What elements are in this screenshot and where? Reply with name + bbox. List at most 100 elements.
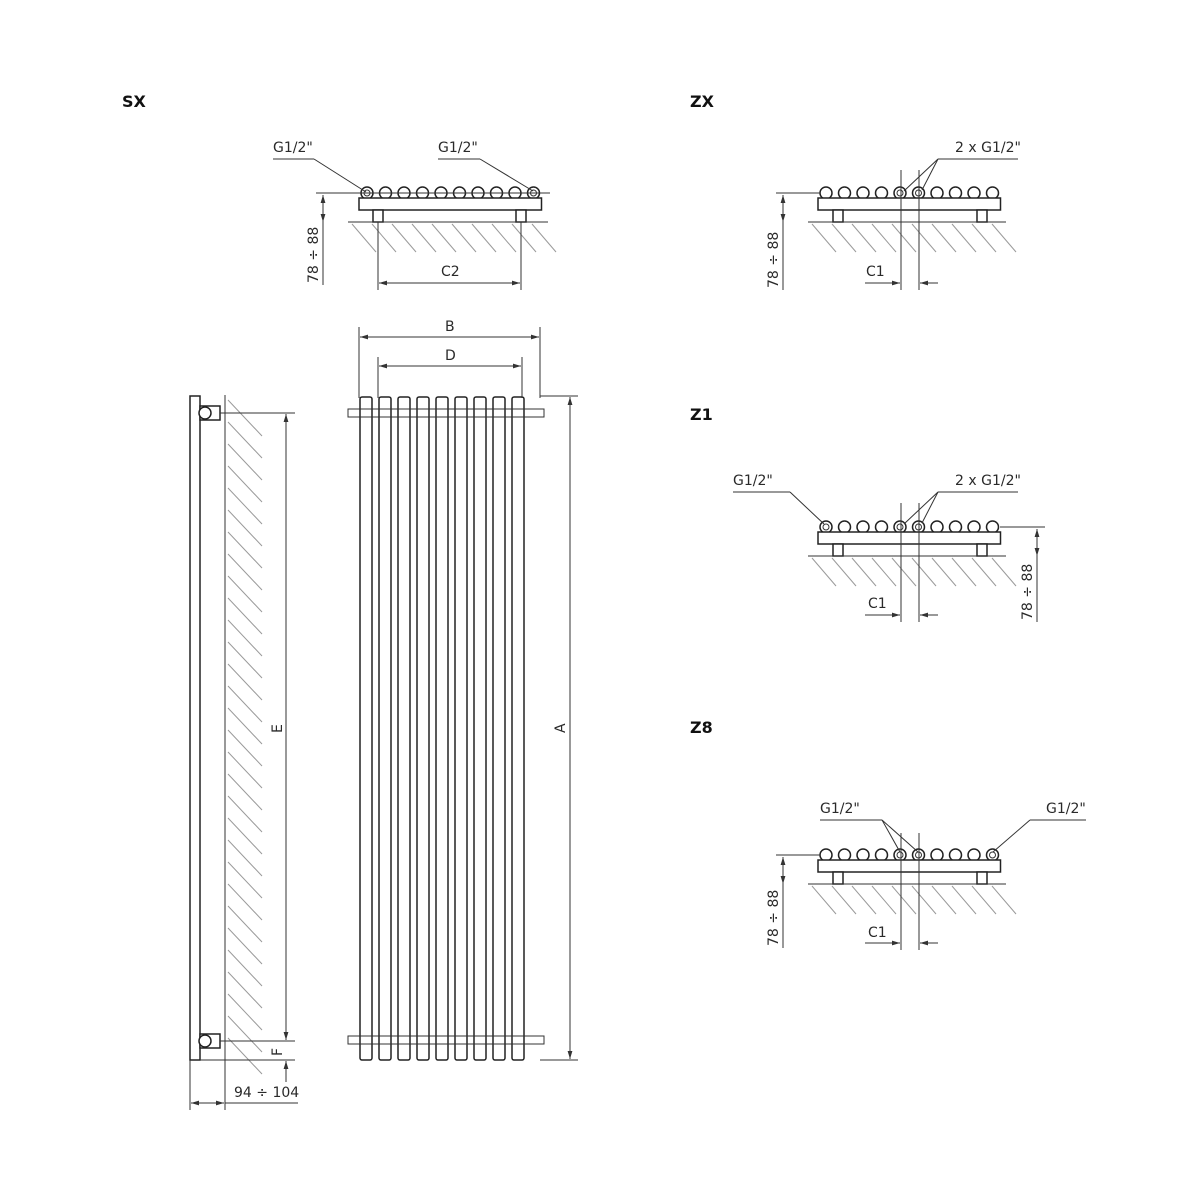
zx-c1-label: C1 bbox=[866, 264, 885, 280]
sx-hatch-stroke bbox=[391, 223, 417, 253]
z1-wall bbox=[808, 555, 1017, 587]
sx-hatch-stroke bbox=[451, 223, 477, 253]
side-hatch-stroke bbox=[227, 839, 263, 877]
z1-foot bbox=[832, 543, 844, 557]
zx-hatch-stroke bbox=[931, 223, 957, 253]
z8-tube bbox=[856, 848, 870, 862]
z1-right-leader-a bbox=[903, 491, 939, 525]
z8-radiator bbox=[817, 848, 1002, 885]
side-hatch-stroke bbox=[227, 1015, 263, 1053]
z1-tube bbox=[967, 520, 981, 534]
z8-mount-rail bbox=[817, 859, 1002, 873]
z8-foot bbox=[832, 871, 844, 885]
z1-tube bbox=[856, 520, 870, 534]
z1-hatch-stroke bbox=[951, 557, 977, 587]
z8-c1-label: C1 bbox=[868, 925, 887, 941]
zx-hatch-stroke bbox=[911, 223, 937, 253]
side-hatch-stroke bbox=[227, 883, 263, 921]
z8-left-leader-a bbox=[881, 819, 901, 853]
z1-c1-label: C1 bbox=[868, 596, 887, 612]
side-hatch-stroke bbox=[227, 817, 263, 855]
z8-tube bbox=[967, 848, 981, 862]
sx-height-label: 78 ÷ 88 bbox=[306, 227, 322, 283]
sx-hatch-stroke bbox=[471, 223, 497, 253]
side-top-bracket-cap bbox=[198, 406, 212, 420]
sx-hatch-stroke bbox=[531, 223, 557, 253]
front-tube bbox=[397, 396, 411, 1061]
side-hatch-stroke bbox=[227, 773, 263, 811]
front-tube bbox=[511, 396, 525, 1061]
sx-hatch-stroke bbox=[411, 223, 437, 253]
z1-hatch-stroke bbox=[851, 557, 877, 587]
z8-hatch-stroke bbox=[891, 885, 917, 915]
z1-right-connection-label: 2 x G1/2" bbox=[955, 473, 1021, 489]
z8-hatch-stroke bbox=[971, 885, 997, 915]
z8-view: Z8 G1/2" G1/2" 78 ÷ 88 C1 bbox=[690, 718, 1086, 950]
front-radiator-tubes bbox=[359, 396, 525, 1061]
side-hatch-stroke bbox=[227, 509, 263, 547]
side-hatch-stroke bbox=[227, 861, 263, 899]
side-hatch-stroke bbox=[227, 751, 263, 789]
zx-leader-a bbox=[903, 158, 939, 192]
zx-hatch-stroke bbox=[811, 223, 837, 253]
sx-view: SX G1/2" G1/2" 78 ÷ 88 C2 bbox=[122, 92, 557, 290]
z8-hatch-stroke bbox=[871, 885, 897, 915]
side-wall-hatch bbox=[227, 399, 263, 1075]
zx-hatch-stroke bbox=[991, 223, 1017, 253]
zx-tube bbox=[874, 186, 889, 200]
side-hatch-stroke bbox=[227, 531, 263, 569]
side-hatch-stroke bbox=[227, 949, 263, 987]
z1-hatch-stroke bbox=[991, 557, 1017, 587]
zx-tube bbox=[856, 186, 870, 200]
side-f-label: F bbox=[270, 1048, 286, 1056]
side-hatch-stroke bbox=[227, 707, 263, 745]
sx-hatch-stroke bbox=[511, 223, 537, 253]
z8-height-label: 78 ÷ 88 bbox=[766, 890, 782, 946]
side-hatch-stroke bbox=[227, 971, 263, 1009]
z8-hatch-stroke bbox=[831, 885, 857, 915]
front-tube bbox=[473, 396, 487, 1061]
z8-tube bbox=[930, 848, 944, 862]
z8-hatch-stroke bbox=[851, 885, 877, 915]
side-hatch-stroke bbox=[227, 795, 263, 833]
side-hatch-stroke bbox=[227, 443, 263, 481]
z1-tube bbox=[893, 520, 907, 534]
z1-hatch-stroke bbox=[971, 557, 997, 587]
z8-tube bbox=[819, 848, 833, 862]
z8-right-connection-label: G1/2" bbox=[1046, 801, 1086, 817]
z1-title: Z1 bbox=[690, 405, 713, 424]
front-top-rail bbox=[347, 408, 545, 418]
zx-tube bbox=[948, 186, 963, 200]
sx-hatch-stroke bbox=[431, 223, 457, 253]
z8-hatch-stroke bbox=[991, 885, 1017, 915]
z8-left-connection-label: G1/2" bbox=[820, 801, 860, 817]
z1-hatch-stroke bbox=[931, 557, 957, 587]
front-tube bbox=[378, 396, 392, 1061]
sx-hatch-stroke bbox=[491, 223, 517, 253]
sx-left-leader bbox=[313, 158, 367, 193]
side-hatch-stroke bbox=[227, 465, 263, 503]
zx-hatch-stroke bbox=[971, 223, 997, 253]
sx-mount-rail bbox=[358, 197, 543, 211]
z1-left-leader bbox=[789, 491, 825, 525]
zx-radiator bbox=[817, 186, 1002, 223]
z8-tube bbox=[985, 848, 1000, 862]
z1-tube bbox=[819, 520, 833, 534]
z1-tube bbox=[930, 520, 944, 534]
z8-connection-ring bbox=[989, 851, 996, 859]
side-hatch-stroke bbox=[227, 597, 263, 635]
sx-left-connection-label: G1/2" bbox=[273, 140, 313, 156]
front-d-label: D bbox=[445, 348, 456, 364]
z8-tube bbox=[874, 848, 889, 862]
zx-tube bbox=[930, 186, 944, 200]
z1-foot bbox=[976, 543, 988, 557]
z8-left-leader-b bbox=[881, 819, 919, 853]
z1-hatch-stroke bbox=[831, 557, 857, 587]
sx-hatch-stroke bbox=[371, 223, 397, 253]
side-hatch-stroke bbox=[227, 663, 263, 701]
z1-height-label: 78 ÷ 88 bbox=[1020, 564, 1036, 620]
sx-title: SX bbox=[122, 92, 147, 111]
z1-hatch-stroke bbox=[871, 557, 897, 587]
front-tube bbox=[416, 396, 430, 1061]
